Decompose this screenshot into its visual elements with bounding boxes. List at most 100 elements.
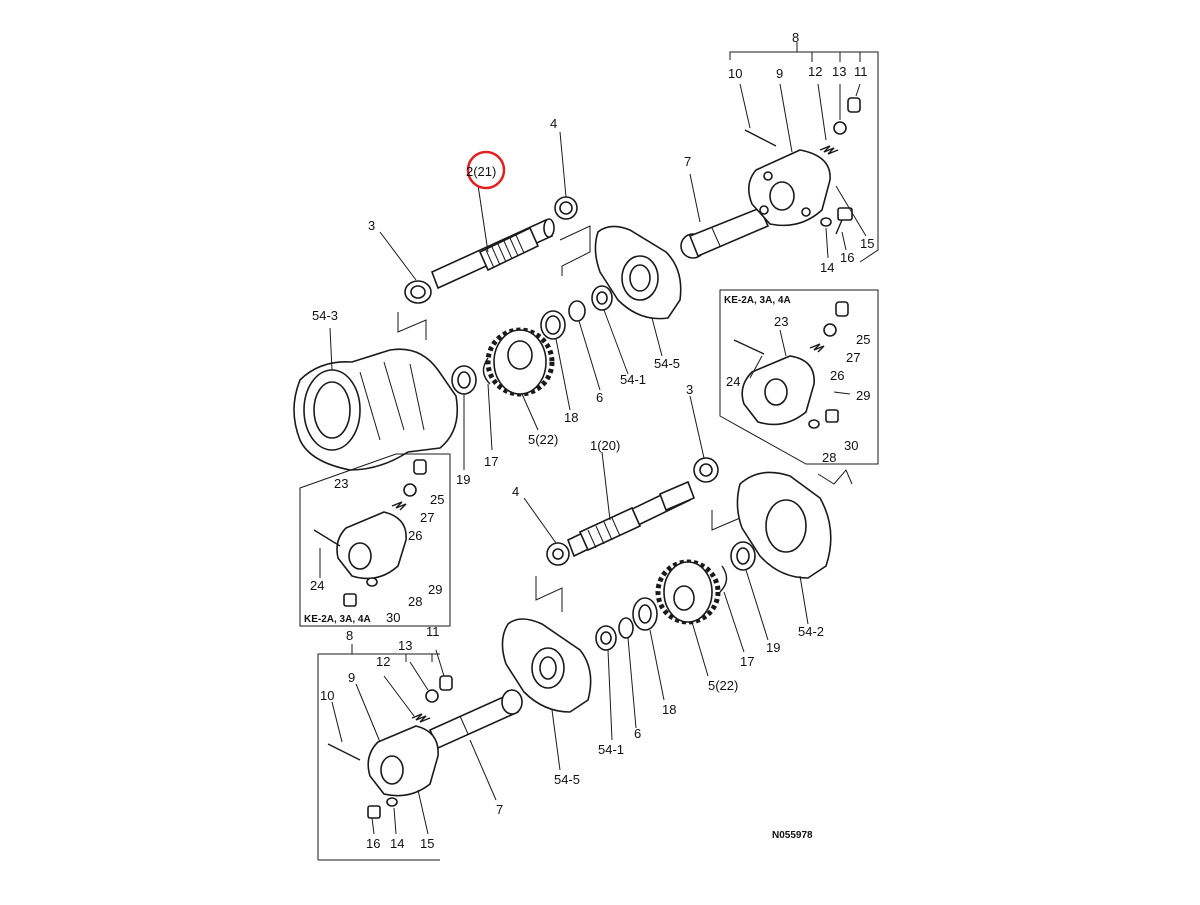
label-29-right: 29	[856, 388, 870, 403]
label-13-top: 13	[832, 64, 846, 79]
label-9-lower: 9	[348, 670, 355, 685]
leader-12-top	[817, 83, 827, 141]
label-14-lower: 14	[390, 836, 404, 851]
leader-17-lower	[723, 591, 745, 653]
housing-54-3	[293, 348, 459, 471]
bearing-54-1-lower	[595, 625, 617, 651]
highlight-circle	[466, 150, 506, 190]
leader-18-lower	[649, 629, 665, 701]
label-23-right: 23	[774, 314, 788, 329]
output-shaft-7-top	[680, 206, 770, 259]
housing-54-2	[736, 469, 853, 579]
inset-caption-right: KE-2A, 3A, 4A	[724, 295, 791, 306]
leader-7-lower	[469, 739, 497, 801]
output-shaft-7-lower	[428, 689, 523, 750]
label-26-left: 26	[408, 528, 422, 543]
gear-5-lower	[655, 559, 721, 625]
spring-12-top	[819, 145, 839, 155]
label-4-mid: 4	[512, 484, 519, 499]
label-29-left: 29	[428, 582, 442, 597]
guide-4	[535, 576, 563, 612]
cover-54-5-lower	[501, 618, 592, 713]
label-23-left: 23	[334, 476, 348, 491]
label-17-lower: 17	[740, 654, 754, 669]
leader-10-top	[739, 83, 751, 129]
label-26-right: 26	[830, 368, 844, 383]
label-13-lower: 13	[398, 638, 412, 653]
leader-54-5-lower	[551, 709, 561, 771]
leader-2-top	[477, 184, 489, 253]
drawing-code: N055978	[772, 830, 813, 841]
leader-54-3	[329, 327, 333, 371]
label-25-left: 25	[430, 492, 444, 507]
washer-14-top	[820, 217, 832, 227]
label-8-top: 8	[792, 30, 799, 45]
plug-11-top	[847, 97, 861, 113]
leader-6-top	[578, 320, 601, 391]
leader-15-top	[835, 185, 867, 237]
bearing-19-lower	[730, 541, 756, 571]
label-30-left: 30	[386, 610, 400, 625]
top-right-bracket	[729, 42, 879, 263]
leader-3-top	[379, 231, 417, 281]
label-5-top: 5(22)	[528, 432, 558, 447]
leader-54-1-lower	[607, 649, 613, 741]
label-11-lower: 11	[426, 624, 440, 639]
label-54-1-top: 54-1	[620, 372, 646, 387]
leader-9-top	[779, 83, 793, 153]
leader-19-lower	[745, 569, 769, 641]
label-54-2: 54-2	[798, 624, 824, 639]
label-54-5-top: 54-5	[654, 356, 680, 371]
label-27-right: 27	[846, 350, 860, 365]
leader-14-top	[825, 227, 829, 259]
leader-11-top	[855, 83, 861, 97]
leader-5-lower	[691, 621, 709, 677]
leader-54-5-top	[651, 317, 663, 357]
label-7-top: 7	[684, 154, 691, 169]
label-54-5-lower: 54-5	[554, 772, 580, 787]
label-15-lower: 15	[420, 836, 434, 851]
inset-box-right: KE-2A, 3A, 4A	[719, 289, 879, 465]
label-24-left: 24	[310, 578, 324, 593]
label-15-top: 15	[860, 236, 874, 251]
bearing-4-top	[554, 196, 578, 220]
cover-54-5-top	[594, 225, 682, 320]
inset-caption-left: KE-2A, 3A, 4A	[304, 614, 371, 625]
snap-ring-17-lower	[719, 565, 728, 593]
label-24-right: 24	[726, 374, 740, 389]
label-6-top: 6	[596, 390, 603, 405]
leader-54-1-top	[603, 309, 629, 375]
label-16-top: 16	[840, 250, 854, 265]
label-19-lower: 19	[766, 640, 780, 655]
leader-54-2	[799, 575, 809, 625]
label-3-mid: 3	[686, 382, 693, 397]
inset-box-left: KE-2A, 3A, 4A	[299, 453, 451, 627]
guide-2	[397, 312, 427, 340]
label-25-right: 25	[856, 332, 870, 347]
guide-3	[711, 498, 741, 531]
ball-13-top	[833, 121, 847, 135]
label-10-top: 10	[728, 66, 742, 81]
leader-7-top	[689, 173, 701, 223]
guide-1	[559, 225, 591, 276]
label-28-left: 28	[408, 594, 422, 609]
label-6-lower: 6	[634, 726, 641, 741]
bottom-left-bracket	[317, 644, 453, 861]
label-8-lower: 8	[346, 628, 353, 643]
bearing-3-mid	[693, 457, 719, 483]
label-12-top: 12	[808, 64, 822, 79]
leader-4-top	[559, 131, 567, 198]
label-14-top: 14	[820, 260, 834, 275]
label-7-lower: 7	[496, 802, 503, 817]
label-28-right: 28	[822, 450, 836, 465]
label-18-top: 18	[564, 410, 578, 425]
leader-16-top	[841, 231, 847, 251]
leader-5-top	[521, 393, 539, 431]
bolt-16-top	[835, 207, 853, 235]
leader-4-mid	[523, 497, 557, 544]
collar-6-lower	[618, 617, 634, 639]
gear-5-top	[485, 327, 555, 397]
bearing-19-top	[451, 365, 477, 395]
